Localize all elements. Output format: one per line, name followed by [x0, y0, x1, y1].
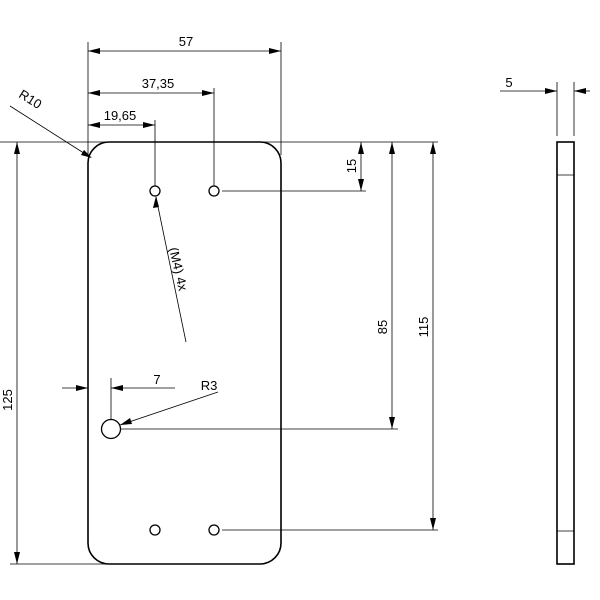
- arrow-125-bottom: [14, 552, 20, 564]
- arrow-85-top: [389, 142, 395, 154]
- dim-label-85: 85: [375, 320, 390, 334]
- arrow-7-left: [76, 385, 88, 391]
- dim-label-7: 7: [153, 372, 160, 387]
- dim-label-5: 5: [505, 75, 512, 90]
- arrow-115-top: [430, 142, 436, 154]
- arrow-5-right: [574, 88, 586, 94]
- arrow-115-bottom: [430, 518, 436, 530]
- arrow-57-right: [269, 48, 281, 54]
- leader-r3: [119, 391, 219, 426]
- arrow-15-top: [358, 142, 364, 154]
- hole-m4-bottom-left: [149, 524, 161, 536]
- dim-label-57: 57: [179, 34, 193, 49]
- dim-label-125: 125: [0, 389, 15, 411]
- hole-m4-top-left: [149, 185, 161, 197]
- plate-outline: [87, 141, 282, 565]
- hole-big-r3: [100, 418, 122, 440]
- dim-label-37-35: 37,35: [142, 76, 175, 91]
- arrow-37-35-left: [88, 90, 100, 96]
- arrow-m4: [153, 196, 159, 208]
- arrow-7-right: [111, 385, 123, 391]
- leader-m4: [155, 196, 187, 343]
- side-view-outline: [556, 141, 575, 565]
- arrow-37-35-right: [202, 90, 214, 96]
- arrow-r3: [120, 418, 132, 425]
- dim-label-15: 15: [344, 159, 359, 173]
- arrow-19-65-right: [143, 122, 155, 128]
- dim-label-19-65: 19,65: [104, 108, 137, 123]
- dim-label-r3: R3: [201, 378, 218, 393]
- arrow-15-bottom: [358, 179, 364, 191]
- dim-label-r10: R10: [16, 87, 44, 112]
- leader-r10: [9, 105, 91, 158]
- arrow-85-bottom: [389, 417, 395, 429]
- arrow-5-left: [545, 88, 557, 94]
- arrow-19-65-left: [88, 122, 100, 128]
- dim-label-m4: (M4) 4x: [166, 246, 191, 293]
- hole-m4-top-right: [208, 185, 220, 197]
- arrow-57-left: [88, 48, 100, 54]
- dim-label-115: 115: [416, 317, 431, 338]
- hole-m4-bottom-right: [208, 524, 220, 536]
- arrow-125-top: [14, 142, 20, 154]
- arrow-r10: [81, 150, 92, 158]
